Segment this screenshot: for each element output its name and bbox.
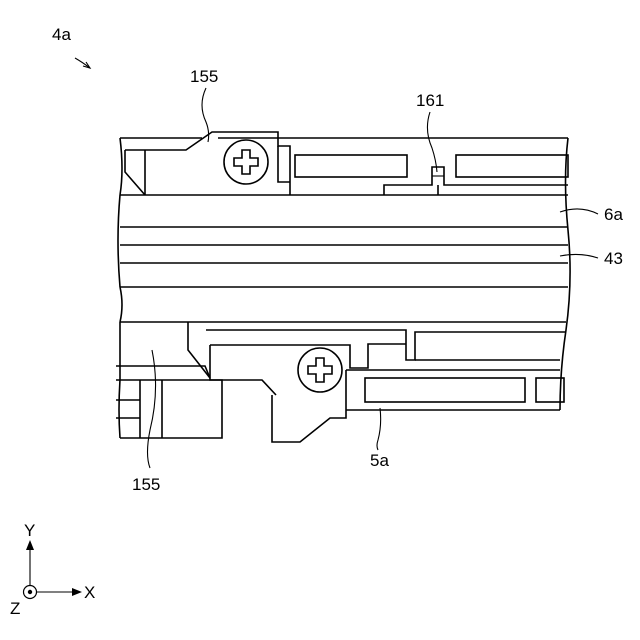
bottom-slot-left [365,378,525,402]
label-6a: 6a [604,205,623,224]
bottom-left-tab [210,345,276,395]
axis-label-y: Y [24,521,35,540]
top-slot-right [456,155,568,177]
top-slot-left [295,155,407,177]
top-step-profile [384,167,568,195]
bottom-hook [272,370,346,442]
bottom-step-inner [210,344,406,368]
leader-43 [560,254,598,258]
y-axis-arrow-icon [26,540,34,550]
bottom-left-break-2 [119,360,120,438]
holder-155-top-step [278,146,290,182]
right-break-line [560,138,570,410]
leader-161 [427,112,437,172]
leader-4a [75,58,90,68]
holder-155-bottom-ledge [116,366,210,378]
top-frame [120,132,568,195]
leader-155-top [202,88,209,142]
axis-label-z: Z [10,599,20,618]
screw-top-head [224,140,268,184]
band-left-break [118,195,120,287]
label-155-top: 155 [190,67,218,86]
screw-bottom [298,348,342,392]
label-4a: 4a [52,25,71,44]
holder-155-top-outline [125,132,290,195]
reference-labels: 4a 155 161 6a 43 155 5a [52,25,623,494]
leader-155-bottom [148,350,156,468]
bottom-left-break-1 [120,287,122,322]
top-left-break [120,138,122,195]
label-43: 43 [604,249,623,268]
label-155-bottom: 155 [132,475,160,494]
axis-indicator: Y X Z [10,521,95,618]
label-5a: 5a [370,451,389,470]
axis-label-x: X [84,583,95,602]
screw-bottom-cross-icon [308,358,332,382]
z-axis-dot-icon [28,590,32,594]
leader-5a [377,408,381,450]
screw-bottom-head [298,348,342,392]
holder-155-top-left [125,150,145,195]
block-lower-outline [116,380,222,438]
screw-top [224,140,268,184]
label-161: 161 [416,91,444,110]
screw-top-cross-icon [234,150,258,174]
x-axis-arrow-icon [72,588,82,596]
